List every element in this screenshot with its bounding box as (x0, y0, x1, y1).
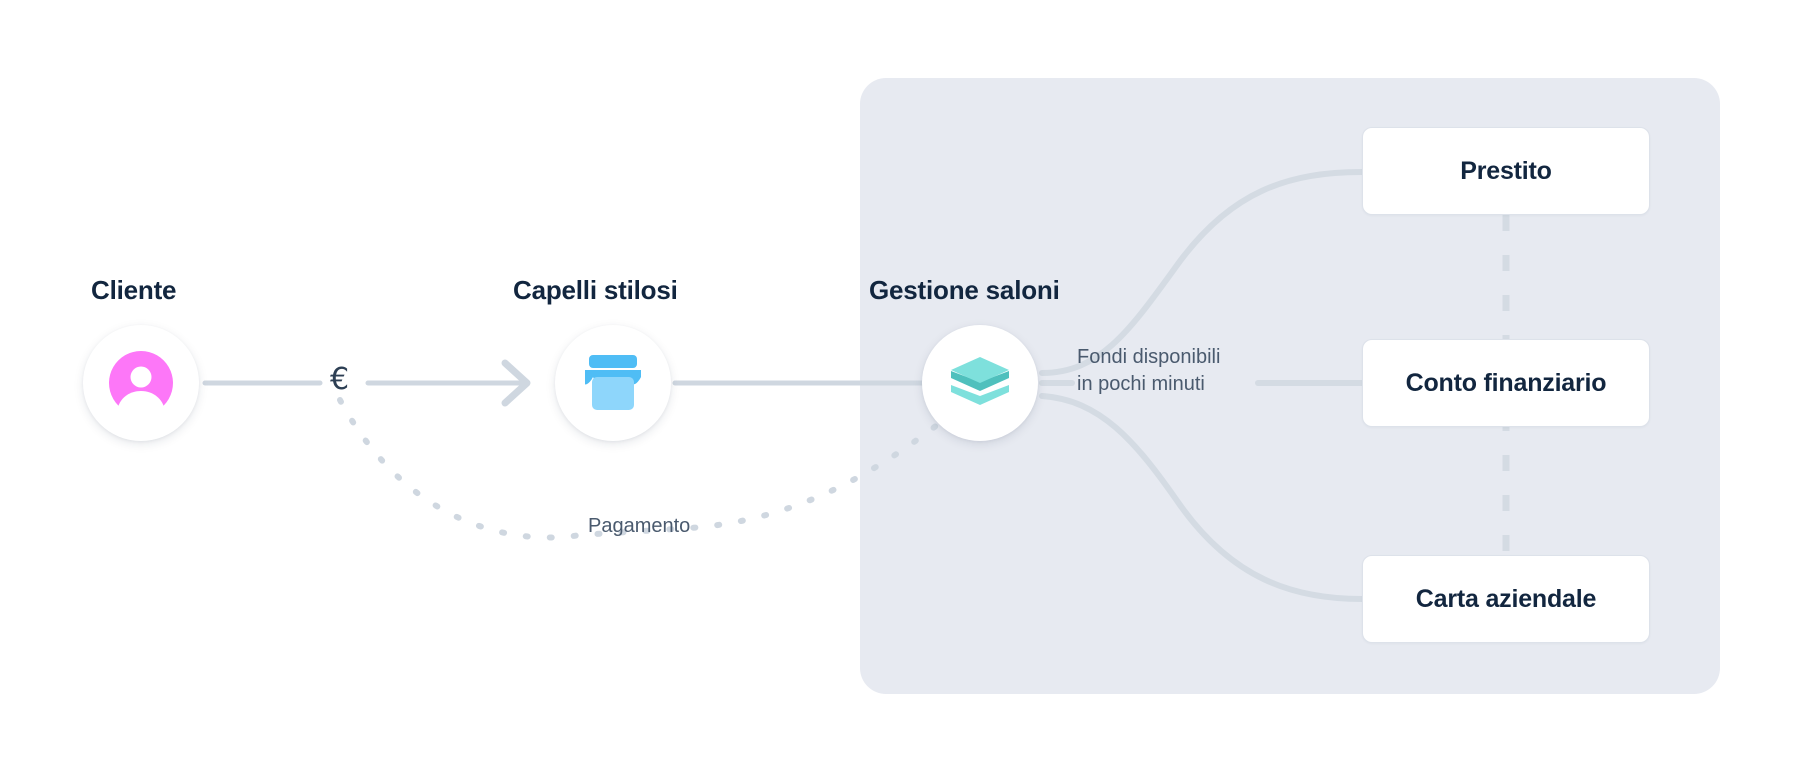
product-box-conto-finanziario[interactable]: Conto finanziario (1362, 339, 1650, 427)
edge-label-fondi-line1: Fondi disponibili (1077, 346, 1221, 368)
product-box-carta-aziendale[interactable]: Carta aziendale (1362, 555, 1650, 643)
product-label-prestito: Prestito (1460, 156, 1552, 185)
node-capelli-stilosi[interactable] (555, 325, 671, 441)
person-avatar-icon (105, 347, 177, 419)
node-label-capelli-stilosi: Capelli stilosi (513, 275, 678, 305)
arrowhead-icon (501, 359, 531, 407)
product-label-carta-aziendale: Carta aziendale (1415, 584, 1597, 613)
node-label-cliente: Cliente (91, 275, 177, 305)
node-cliente[interactable] (83, 325, 199, 441)
edge-label-fondi-line2: in pochi minuti (1077, 373, 1205, 396)
edge-label-pagamento: Pagamento (588, 515, 691, 537)
node-gestione-saloni[interactable] (922, 325, 1038, 441)
euro-currency-icon: € (330, 362, 350, 397)
storefront-icon (581, 353, 645, 413)
product-label-conto-finanziario: Conto finanziario (1405, 368, 1607, 397)
product-box-prestito[interactable]: Prestito (1362, 127, 1650, 215)
layers-stack-icon (947, 352, 1013, 414)
node-label-gestione-saloni: Gestione saloni (869, 275, 1060, 305)
edge-label-fondi-disponibili: Fondi disponibili in pochi minuti (1077, 344, 1220, 398)
